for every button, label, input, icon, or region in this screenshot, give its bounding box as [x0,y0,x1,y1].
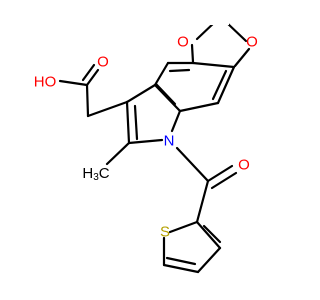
methyl-h: H [82,165,93,182]
molecule-structure: O O O HO N O S H3C [33,7,258,274]
bond [168,220,199,234]
bond [190,43,195,64]
bond [211,69,228,101]
bond [153,61,170,87]
bond [133,104,139,141]
methyl-subscript: 3 [93,172,99,183]
oxygen-atom-label: O [238,157,250,174]
sulfur-atom-label: S [160,224,170,241]
bond [191,61,236,69]
bond [170,109,182,133]
bonds [58,19,251,274]
bond [165,256,197,266]
bond [154,82,177,106]
bond [178,101,220,113]
nitrogen-atom-label: N [164,133,175,150]
bond [127,138,164,145]
bond [162,263,200,274]
bond [85,68,100,87]
bond [233,47,251,68]
bond [216,65,236,105]
oxygen-atom-label: O [246,34,258,51]
oxygen-atom-label: O [97,54,109,71]
bond [86,100,129,118]
methyl-c: C [99,165,110,182]
bond [125,83,157,104]
bond [195,179,210,224]
bond [224,20,248,43]
methyl-label: H3C [82,165,109,183]
atom-labels: O O O HO N O S H3C [34,7,258,241]
bond [81,63,96,82]
bond [196,246,222,274]
bond [175,146,210,183]
bond [125,100,131,145]
bond [168,68,191,73]
hydroxyl-label: HO [34,74,57,91]
bond [202,224,222,244]
bond [206,164,234,183]
bond [195,220,222,250]
bond [85,83,90,118]
bond [58,79,89,87]
oxygen-atom-label: O [177,34,189,51]
bond [210,171,238,190]
bond [153,83,182,113]
bond [105,141,131,166]
